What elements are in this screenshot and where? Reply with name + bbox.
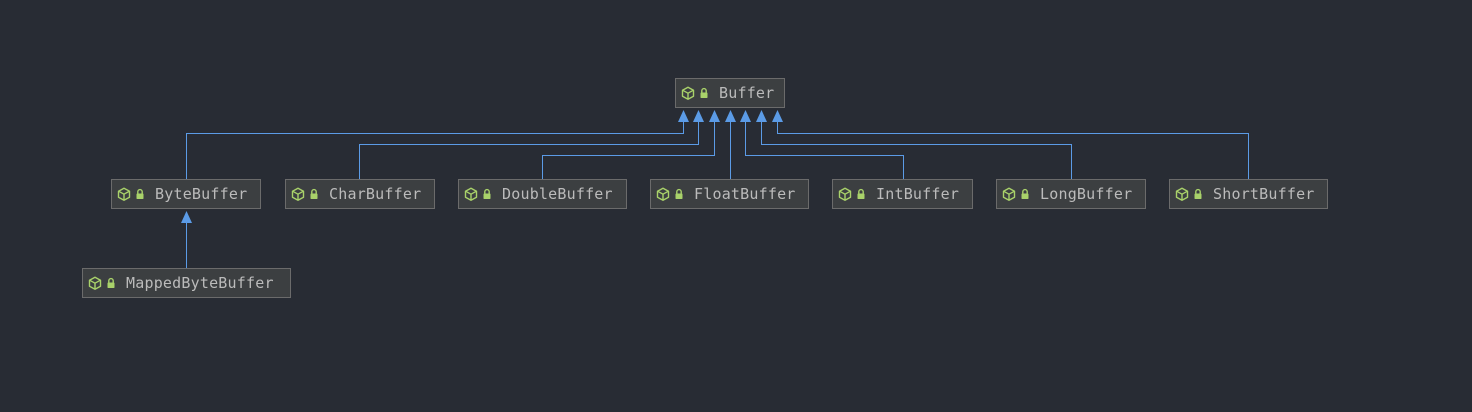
arrowhead-mappedbytebuffer xyxy=(181,211,192,223)
class-name: LongBuffer xyxy=(1040,185,1133,203)
arrowhead-doublebuffer xyxy=(709,110,720,122)
class-node-floatbuffer[interactable]: FloatBuffer xyxy=(650,179,809,209)
edge-bytebuffer-to-buffer xyxy=(186,122,684,179)
lock-icon xyxy=(310,188,318,199)
class-node-longbuffer[interactable]: LongBuffer xyxy=(996,179,1146,209)
inheritance-edges xyxy=(186,122,1249,268)
edge-charbuffer-to-buffer xyxy=(359,122,699,179)
class-name: Buffer xyxy=(719,84,775,102)
class-name: MappedByteBuffer xyxy=(126,274,274,292)
arrowhead-floatbuffer xyxy=(725,110,736,122)
class-node-doublebuffer[interactable]: DoubleBuffer xyxy=(458,179,627,209)
arrowhead-shortbuffer xyxy=(772,110,783,122)
class-icon xyxy=(1175,187,1189,201)
class-node-bytebuffer[interactable]: ByteBuffer xyxy=(111,179,261,209)
lock-icon xyxy=(136,188,144,199)
class-node-buffer[interactable]: Buffer xyxy=(675,78,785,108)
class-name: CharBuffer xyxy=(329,185,422,203)
lock-icon xyxy=(107,277,115,288)
class-node-mappedbytebuffer[interactable]: MappedByteBuffer xyxy=(82,268,291,298)
lock-icon xyxy=(700,87,708,98)
class-icon xyxy=(117,187,131,201)
class-name: DoubleBuffer xyxy=(502,185,613,203)
edge-shortbuffer-to-buffer xyxy=(777,122,1249,179)
arrowhead-bytebuffer xyxy=(678,110,689,122)
class-node-charbuffer[interactable]: CharBuffer xyxy=(285,179,435,209)
class-name: ByteBuffer xyxy=(155,185,248,203)
arrowhead-intbuffer xyxy=(740,110,751,122)
class-icon xyxy=(1002,187,1016,201)
class-icon xyxy=(291,187,305,201)
lock-icon xyxy=(1021,188,1029,199)
lock-icon xyxy=(675,188,683,199)
edge-doublebuffer-to-buffer xyxy=(542,122,715,179)
class-node-intbuffer[interactable]: IntBuffer xyxy=(832,179,973,209)
class-icon xyxy=(88,276,102,290)
edge-longbuffer-to-buffer xyxy=(761,122,1072,179)
class-node-shortbuffer[interactable]: ShortBuffer xyxy=(1169,179,1328,209)
class-icon xyxy=(838,187,852,201)
lock-icon xyxy=(1194,188,1202,199)
class-icon xyxy=(464,187,478,201)
lock-icon xyxy=(857,188,865,199)
inheritance-arrowheads xyxy=(181,110,783,223)
arrowhead-charbuffer xyxy=(693,110,704,122)
class-name: FloatBuffer xyxy=(694,185,796,203)
class-icon xyxy=(656,187,670,201)
edge-intbuffer-to-buffer xyxy=(745,122,904,179)
lock-icon xyxy=(483,188,491,199)
arrowhead-longbuffer xyxy=(756,110,767,122)
class-name: ShortBuffer xyxy=(1213,185,1315,203)
class-icon xyxy=(681,86,695,100)
class-name: IntBuffer xyxy=(876,185,960,203)
